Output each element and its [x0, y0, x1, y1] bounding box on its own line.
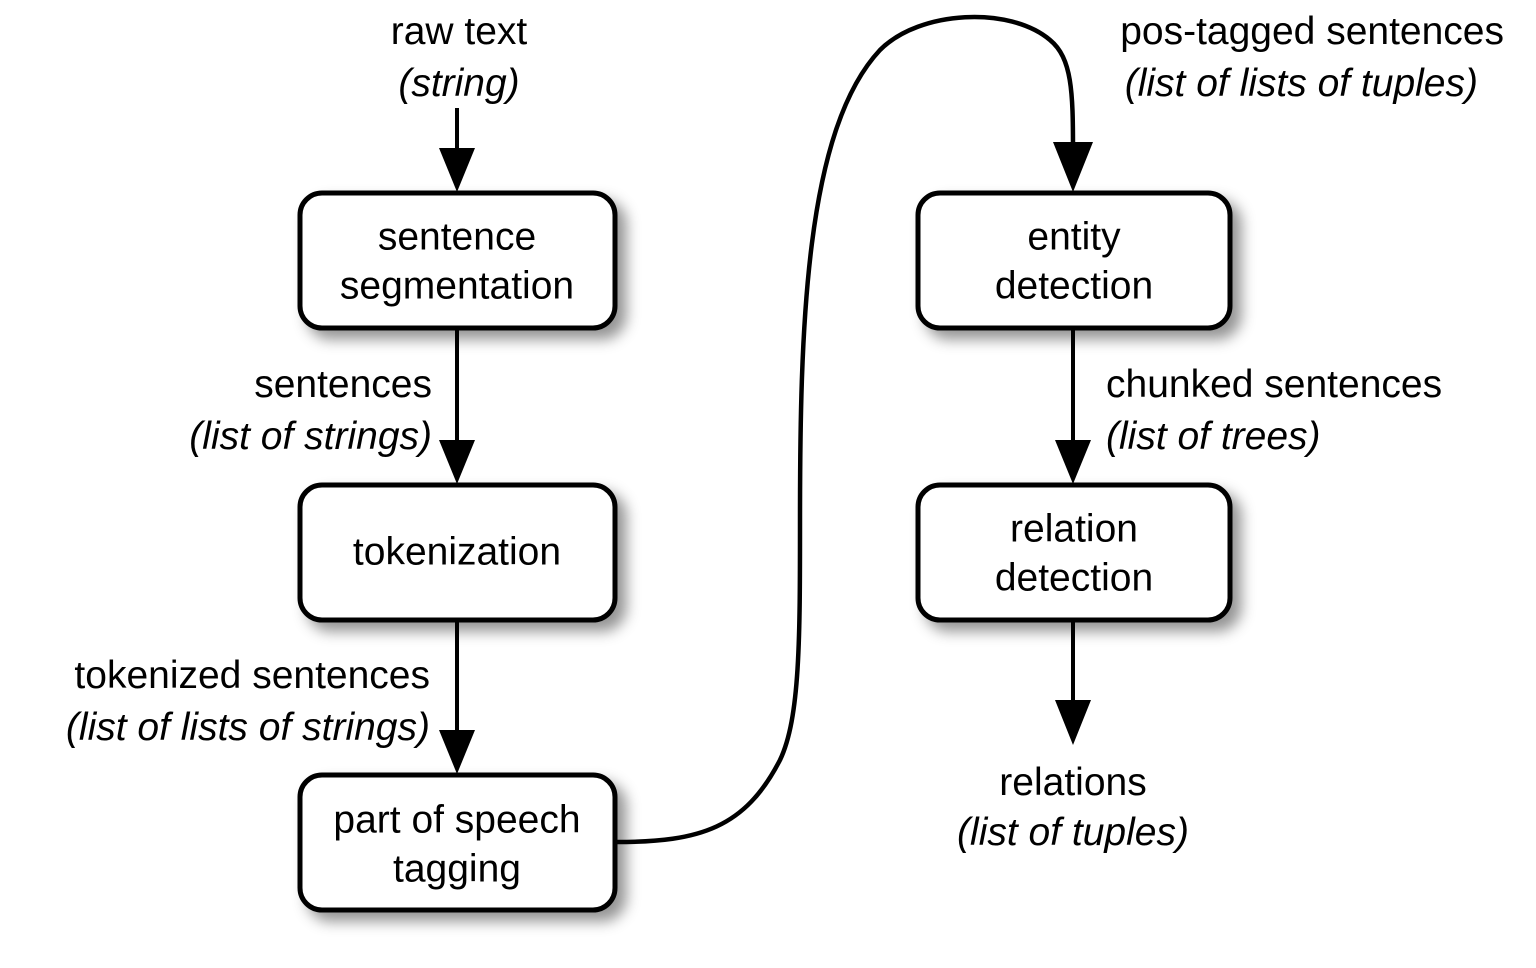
box-sentence-segmentation[interactable]: sentence segmentation — [297, 190, 618, 331]
edge-label-raw-text: raw text (string) — [391, 10, 528, 105]
edge-label-type: (list of strings) — [189, 415, 432, 458]
box-pos-tagging[interactable]: part of speech tagging — [297, 772, 618, 913]
arrow-tokenization-to-postagging — [439, 622, 475, 774]
box-label-line2: detection — [995, 264, 1153, 307]
edge-label-name: chunked sentences — [1106, 363, 1442, 406]
edge-label-type: (string) — [398, 62, 519, 105]
arrow-rawtext-to-segmentation — [439, 108, 475, 192]
edge-label-pos-tagged-sentences: pos-tagged sentences (list of lists of t… — [1120, 10, 1504, 105]
box-entity-detection[interactable]: entity detection — [915, 190, 1233, 331]
arrow-segmentation-to-tokenization — [439, 330, 475, 484]
edge-label-sentences: sentences (list of strings) — [189, 363, 432, 458]
edge-label-type: (list of lists of tuples) — [1125, 62, 1478, 105]
edge-label-name: sentences — [254, 363, 432, 406]
edge-label-relations: relations (list of tuples) — [957, 761, 1189, 854]
box-label-line1: relation — [1010, 507, 1138, 550]
arrow-entitydetection-to-relationdetection — [1055, 330, 1091, 484]
arrow-relationdetection-to-relations — [1055, 622, 1091, 745]
box-label-line1: entity — [1027, 215, 1121, 258]
edge-label-name: relations — [999, 761, 1146, 804]
edge-label-chunked-sentences: chunked sentences (list of trees) — [1106, 363, 1442, 458]
box-tokenization[interactable]: tokenization — [297, 482, 618, 623]
box-label-line2: tagging — [393, 847, 521, 890]
arrow-postagging-to-entitydetection — [614, 14, 1093, 845]
edge-label-name: raw text — [391, 10, 528, 53]
edge-label-name: pos-tagged sentences — [1120, 10, 1504, 53]
edge-label-name: tokenized sentences — [74, 654, 430, 697]
box-label-line2: detection — [995, 556, 1153, 599]
edge-label-type: (list of lists of strings) — [66, 706, 430, 749]
edge-label-type: (list of tuples) — [957, 811, 1189, 854]
box-relation-detection[interactable]: relation detection — [915, 482, 1233, 623]
box-label-line1: part of speech — [333, 798, 580, 841]
edge-label-tokenized-sentences: tokenized sentences (list of lists of st… — [66, 654, 430, 749]
box-label-line2: segmentation — [340, 264, 574, 307]
box-label-line1: tokenization — [353, 530, 561, 573]
box-label-line1: sentence — [378, 215, 536, 258]
edge-label-type: (list of trees) — [1106, 415, 1321, 458]
